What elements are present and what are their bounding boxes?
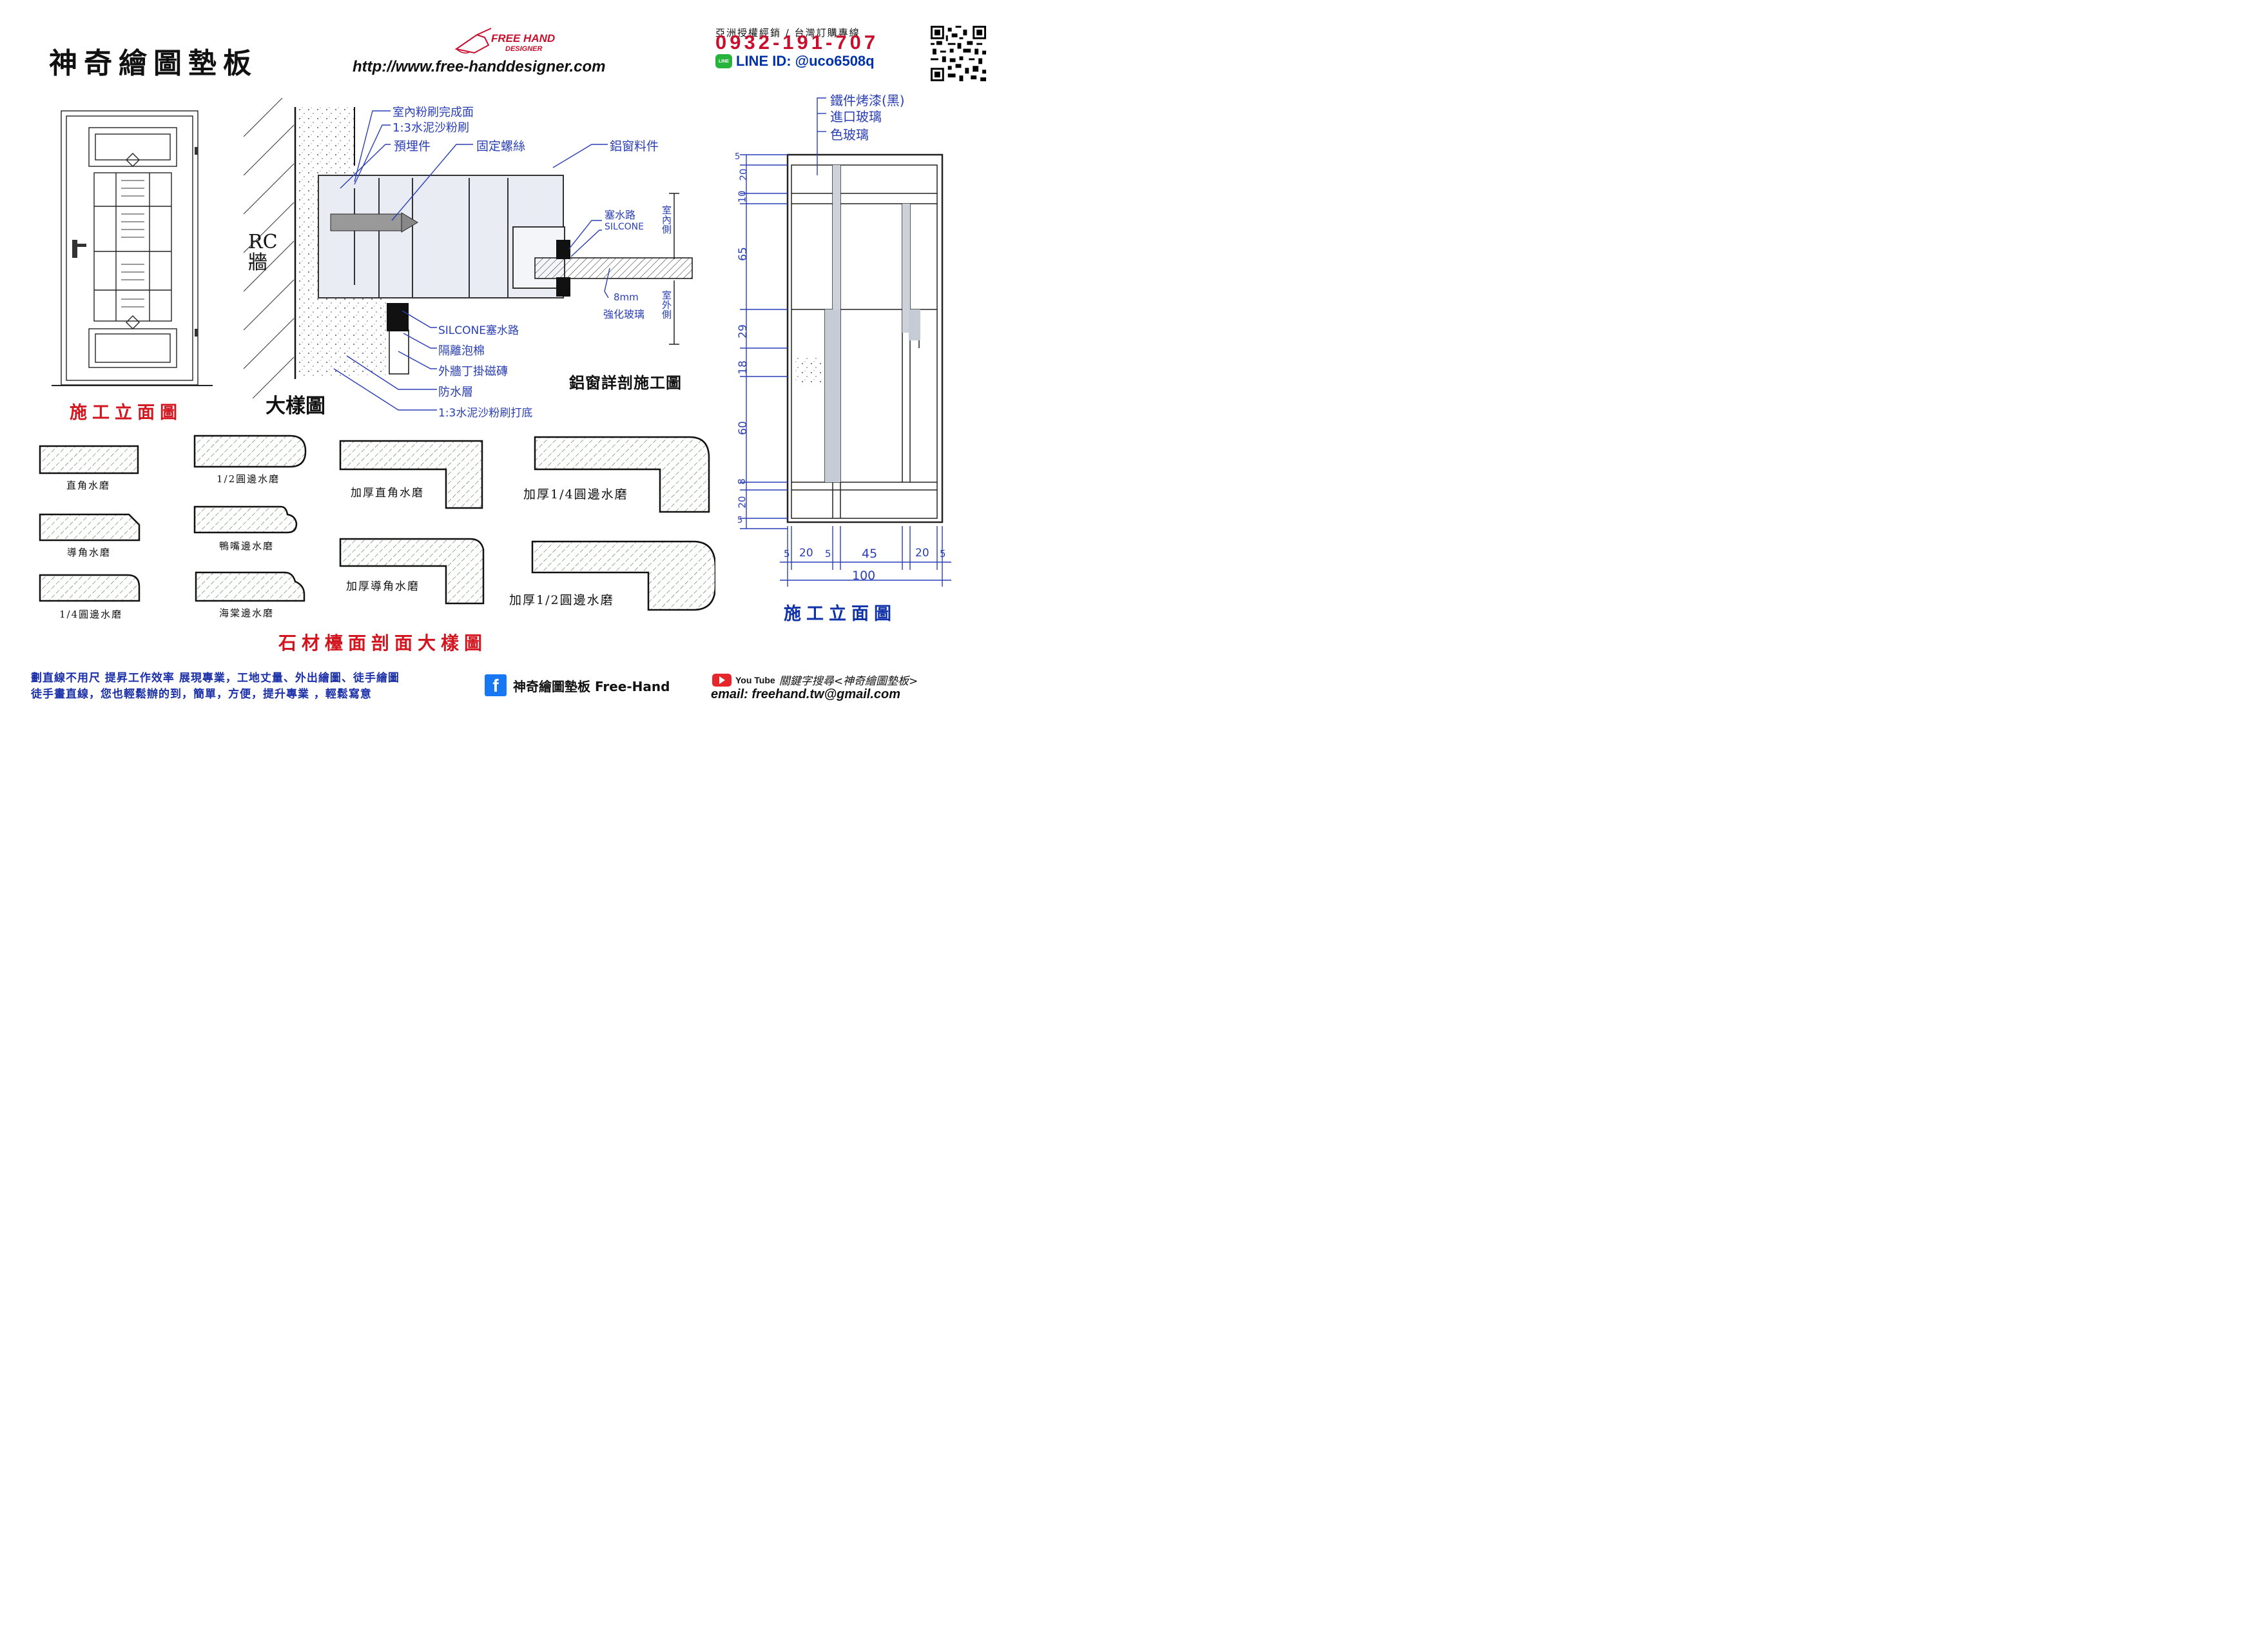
dim-h-45: 45 (862, 547, 878, 561)
callout-interior-finish: 室內粉刷完成面 (393, 106, 474, 119)
window-elevation-caption: 施工立面圖 (784, 604, 897, 624)
dim-v-10: 10 (736, 190, 748, 203)
stone-label-begonia: 海棠邊水磨 (219, 607, 275, 619)
stone-label-thick-quarter-round: 加厚1/4圓邊水磨 (523, 487, 628, 502)
callout-aluminum-frame: 鋁窗料件 (610, 139, 659, 153)
callout-tempered-glass: 強化玻璃 (603, 308, 645, 320)
callout-base-plaster: 1:3水泥沙粉刷打底 (438, 407, 533, 420)
dim-v-20: 20 (737, 168, 750, 181)
phone-number[interactable]: 0932-191-707 (715, 31, 879, 54)
window-section-drawing (244, 98, 693, 411)
dim-v-top-5: 5 (735, 152, 741, 162)
window-elevation-drawing (740, 97, 951, 587)
callout-isolation-foam: 隔離泡棉 (438, 344, 485, 358)
line-app-icon: LINE (715, 54, 732, 68)
big-sample-caption: 大樣圖 (266, 395, 325, 418)
dim-v-bottom-5: 5 (737, 516, 743, 525)
stone-label-thick-straight: 加厚直角水磨 (351, 487, 424, 500)
promo-line-1: 劃直線不用尺 提昇工作效率 展現專業，工地丈量、外出繪圖、徒手繪圖 (31, 672, 400, 685)
line-id[interactable]: LINE LINE ID: @uco6508q (715, 53, 875, 70)
callout-silicone-seal: SILCONE塞水路 (438, 324, 519, 337)
dim-v-65: 65 (736, 247, 750, 261)
dim-h-5-mid: 5 (825, 548, 831, 560)
stone-profiles-drawing (39, 435, 715, 611)
dim-total-width: 100 (852, 569, 876, 583)
callout-glass-thickness: 8mm (614, 291, 639, 303)
callout-fixing-screw: 固定螺絲 (476, 139, 526, 153)
door-elevation-caption: 施工立面圖 (70, 403, 182, 423)
rc-wall-label: RC 牆 (248, 232, 278, 273)
dim-h-5-left: 5 (784, 548, 790, 560)
line-id-text: LINE ID: @uco6508q (736, 53, 875, 69)
brand-subtitle: DESIGNER (505, 45, 543, 53)
brand-name: FREE HAND (491, 32, 556, 44)
youtube-search-text: 關鍵字搜尋<神奇繪圖墊板> (779, 675, 918, 688)
stone-label-chamfer: 導角水磨 (67, 547, 111, 558)
email-address[interactable]: email: freehand.tw@gmail.com (711, 687, 901, 701)
brand-logo: FREE HAND DESIGNER (491, 32, 556, 54)
stone-label-thick-chamfer: 加厚導角水磨 (346, 580, 420, 593)
dim-v-8: 8 (735, 478, 748, 485)
promo-text: 劃直線不用尺 提昇工作效率 展現專業，工地丈量、外出繪圖、徒手繪圖 徒手畫直線，… (31, 670, 400, 703)
callout-waterproof-layer: 防水層 (438, 386, 473, 399)
note-iron-paint: 鐵件烤漆(黑) (830, 93, 905, 108)
facebook-label: 神奇繪圖墊板 Free-Hand (513, 678, 670, 694)
callout-exterior-side: 室外側 (661, 290, 672, 319)
dim-v-20-bottom: 20 (736, 496, 748, 509)
callout-silicone: SILCONE (605, 222, 644, 232)
facebook-link[interactable]: f 神奇繪圖墊板 Free-Hand (485, 674, 670, 696)
window-detail-title: 鋁窗詳剖施工圖 (569, 373, 682, 392)
stone-label-half-round: 1/2圓邊水磨 (217, 473, 280, 485)
contact-heading: 亞洲授權經銷 / 台灣訂購專線 (715, 27, 860, 39)
stone-label-straight: 直角水磨 (66, 480, 111, 491)
dim-h-5-right: 5 (940, 548, 946, 560)
door-elevation-drawing (52, 110, 213, 386)
dim-v-29: 29 (736, 324, 750, 338)
youtube-link[interactable]: You Tube 關鍵字搜尋<神奇繪圖墊板> (712, 672, 918, 688)
stone-profiles-caption: 石材檯面剖面大樣圖 (278, 632, 488, 654)
callout-exterior-tile: 外牆丁掛磁磚 (438, 365, 508, 378)
facebook-icon: f (485, 674, 507, 696)
website-url[interactable]: http://www.free-handdesigner.com (353, 58, 606, 75)
note-colored-glass: 色玻璃 (830, 127, 869, 142)
dim-v-18: 18 (736, 360, 750, 375)
pen-hand-logo-icon (454, 28, 492, 54)
callout-embedded-part: 預埋件 (394, 139, 431, 153)
stone-label-thick-half-round: 加厚1/2圓邊水磨 (509, 593, 614, 607)
qr-code-icon[interactable] (931, 26, 986, 81)
dim-v-60: 60 (736, 421, 750, 435)
dim-h-20-right: 20 (915, 547, 929, 560)
rc-wall-text: RC (248, 231, 278, 253)
youtube-icon (712, 673, 732, 687)
stone-label-quarter-round: 1/4圓邊水磨 (59, 609, 123, 620)
rc-wall-char: 牆 (248, 251, 267, 274)
page-title: 神奇繪圖墊板 (49, 47, 258, 80)
promo-line-2: 徒手畫直線，您也輕鬆辦的到，簡單，方便，提升專業 ，輕鬆寫意 (31, 688, 372, 701)
callout-interior-side: 室內側 (661, 205, 672, 234)
callout-water-seal: 塞水路 (605, 209, 636, 221)
callout-cement-plaster: 1:3水泥沙粉刷 (393, 121, 469, 135)
youtube-brand: You Tube (735, 674, 775, 685)
dim-h-20-left: 20 (799, 547, 813, 560)
note-imported-glass: 進口玻璃 (830, 109, 882, 124)
stone-label-duckbill: 鴨嘴邊水磨 (219, 540, 275, 552)
